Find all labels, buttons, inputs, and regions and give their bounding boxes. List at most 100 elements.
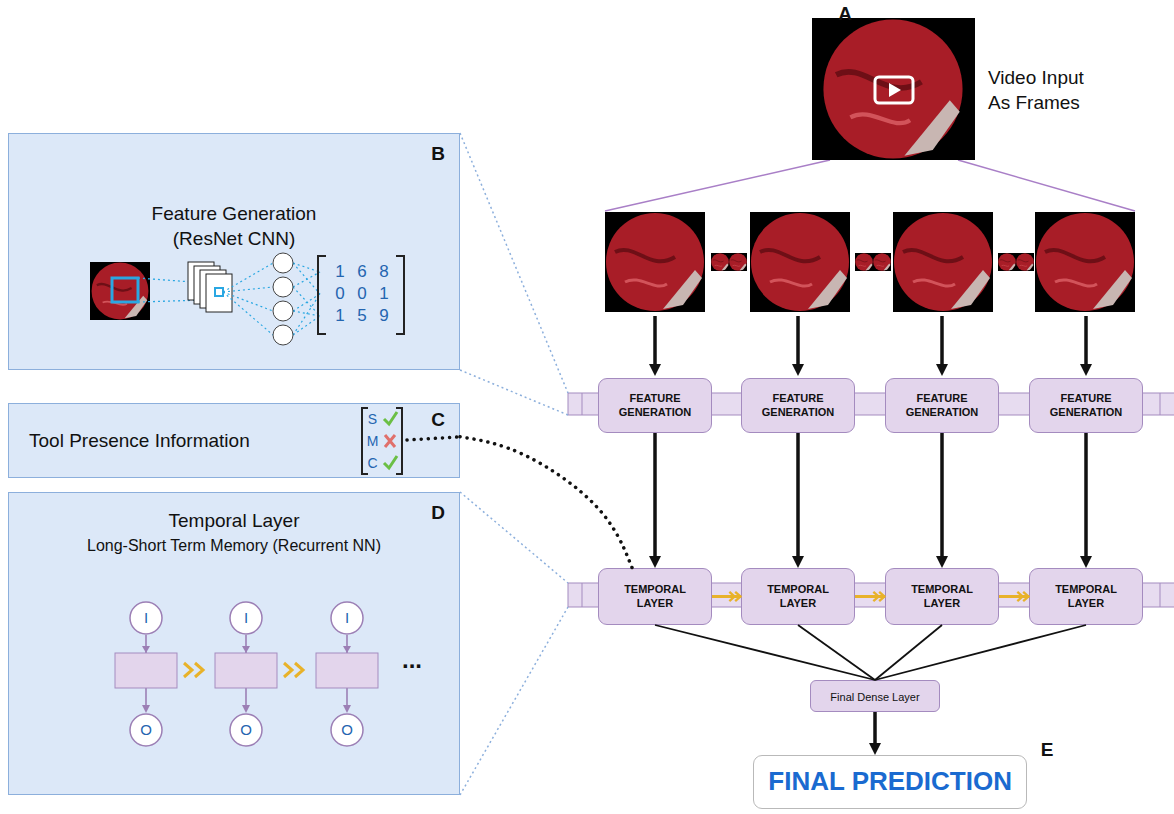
connector [655, 625, 875, 680]
dense-layer-box: Final Dense Layer [810, 680, 940, 712]
connector [873, 712, 877, 749]
prediction-text: FINAL PREDICTION [768, 765, 1012, 799]
cnn-input-image [90, 262, 150, 320]
zoom-leader [460, 370, 568, 415]
frame-arrow [796, 316, 800, 370]
lstm-cell [316, 653, 378, 688]
io-letter: I [244, 608, 248, 628]
matrix-value: 6 [357, 261, 366, 283]
text-holder: O [341, 720, 353, 740]
label-holder: 5 [352, 305, 372, 327]
text-holder: Long-Short Term Memory (Recurrent NN) [9, 536, 459, 557]
frame-arrow [940, 316, 944, 370]
layer-name: TEMPORAL LAYER [605, 582, 705, 611]
matrix-value: 0 [357, 283, 366, 305]
circle-shape [230, 714, 262, 746]
text-holder: O [240, 720, 252, 740]
play-triangle [889, 83, 901, 97]
chevron [184, 663, 203, 677]
layer-box: FEATURE GENERATION [598, 378, 712, 433]
dense-link [293, 272, 320, 287]
circle-shape [331, 602, 363, 634]
label-holder: S [364, 410, 381, 428]
ellipsis: ... [402, 644, 422, 675]
vector-bracket [396, 408, 402, 474]
text-holder: FINAL PREDICTION [768, 765, 1012, 799]
video-frame [893, 212, 993, 312]
chevron [284, 663, 303, 677]
matrix-value: 5 [357, 305, 366, 327]
layer-box: FEATURE GENERATION [741, 378, 855, 433]
arrow-head [142, 646, 150, 653]
label-holder: 1 [330, 305, 350, 327]
connector [1084, 433, 1088, 562]
matrix-value: 1 [335, 305, 344, 327]
connector [653, 433, 657, 562]
io-circle: O [229, 713, 263, 747]
text-holder: FEATURE GENERATION [605, 391, 705, 420]
panel-letter: C [431, 408, 445, 433]
panel-title: Temporal Layer [169, 509, 300, 534]
figure-letter: A [838, 2, 852, 27]
mini-frame [998, 253, 1016, 271]
dense-link [223, 292, 273, 335]
text-holder: Final Dense Layer [830, 687, 919, 705]
dense-link [293, 294, 320, 335]
io-circle: I [129, 601, 163, 635]
kernel-square [215, 288, 223, 296]
input-caption: Video Input As Frames [988, 66, 1110, 115]
zoom-leader [460, 133, 568, 393]
feature-map [206, 274, 232, 312]
label-holder: Video Input As Frames [988, 66, 1110, 115]
dense-link [293, 316, 320, 335]
mini-frame [873, 253, 891, 271]
info-panel: DTemporal LayerLong-Short Term Memory (R… [8, 492, 460, 795]
connector [798, 625, 875, 680]
layer-name: TEMPORAL LAYER [1036, 582, 1136, 611]
label-holder: 6 [352, 261, 372, 283]
matrix-value: 0 [335, 283, 344, 305]
zoom-leader [460, 607, 568, 795]
io-circle: O [129, 713, 163, 747]
io-circle: O [330, 713, 364, 747]
dense-link [223, 292, 273, 311]
dense-link [293, 294, 320, 311]
text-holder: I [144, 608, 148, 628]
text-holder: B [423, 142, 453, 167]
band-divider [1160, 393, 1161, 415]
video-frame [750, 212, 850, 312]
matrix-bracket [318, 256, 326, 334]
dense-link [293, 287, 320, 316]
layer-name: TEMPORAL LAYER [748, 582, 848, 611]
neuron [273, 325, 293, 345]
connector [855, 595, 885, 598]
dense-link [293, 263, 320, 294]
connector [796, 433, 800, 562]
lstm-cell [215, 653, 277, 688]
connector [460, 437, 632, 568]
info-panel: BFeature Generation (ResNet CNN) [8, 133, 460, 370]
receptive-field [112, 278, 138, 302]
layer-name: FEATURE GENERATION [892, 391, 992, 420]
text-holder: FEATURE GENERATION [748, 391, 848, 420]
text-holder: TEMPORAL LAYER [892, 582, 992, 611]
io-letter: O [140, 720, 152, 740]
circle-shape [130, 714, 162, 746]
connector [940, 433, 944, 562]
cnn-input-image [91, 262, 149, 320]
layer-box: FEATURE GENERATION [885, 378, 999, 433]
mini-frame [855, 253, 873, 271]
zoom-leader [460, 492, 568, 583]
video-image [822, 18, 964, 160]
label-holder: A [832, 2, 858, 27]
band-divider [582, 583, 583, 607]
label-holder: 0 [352, 283, 372, 305]
cross-mark [385, 435, 395, 447]
band-divider [582, 393, 583, 415]
io-letter: I [345, 608, 349, 628]
layer-name: FEATURE GENERATION [1036, 391, 1136, 420]
text-holder: FEATURE GENERATION [892, 391, 992, 420]
layer-box: TEMPORAL LAYER [741, 568, 855, 625]
